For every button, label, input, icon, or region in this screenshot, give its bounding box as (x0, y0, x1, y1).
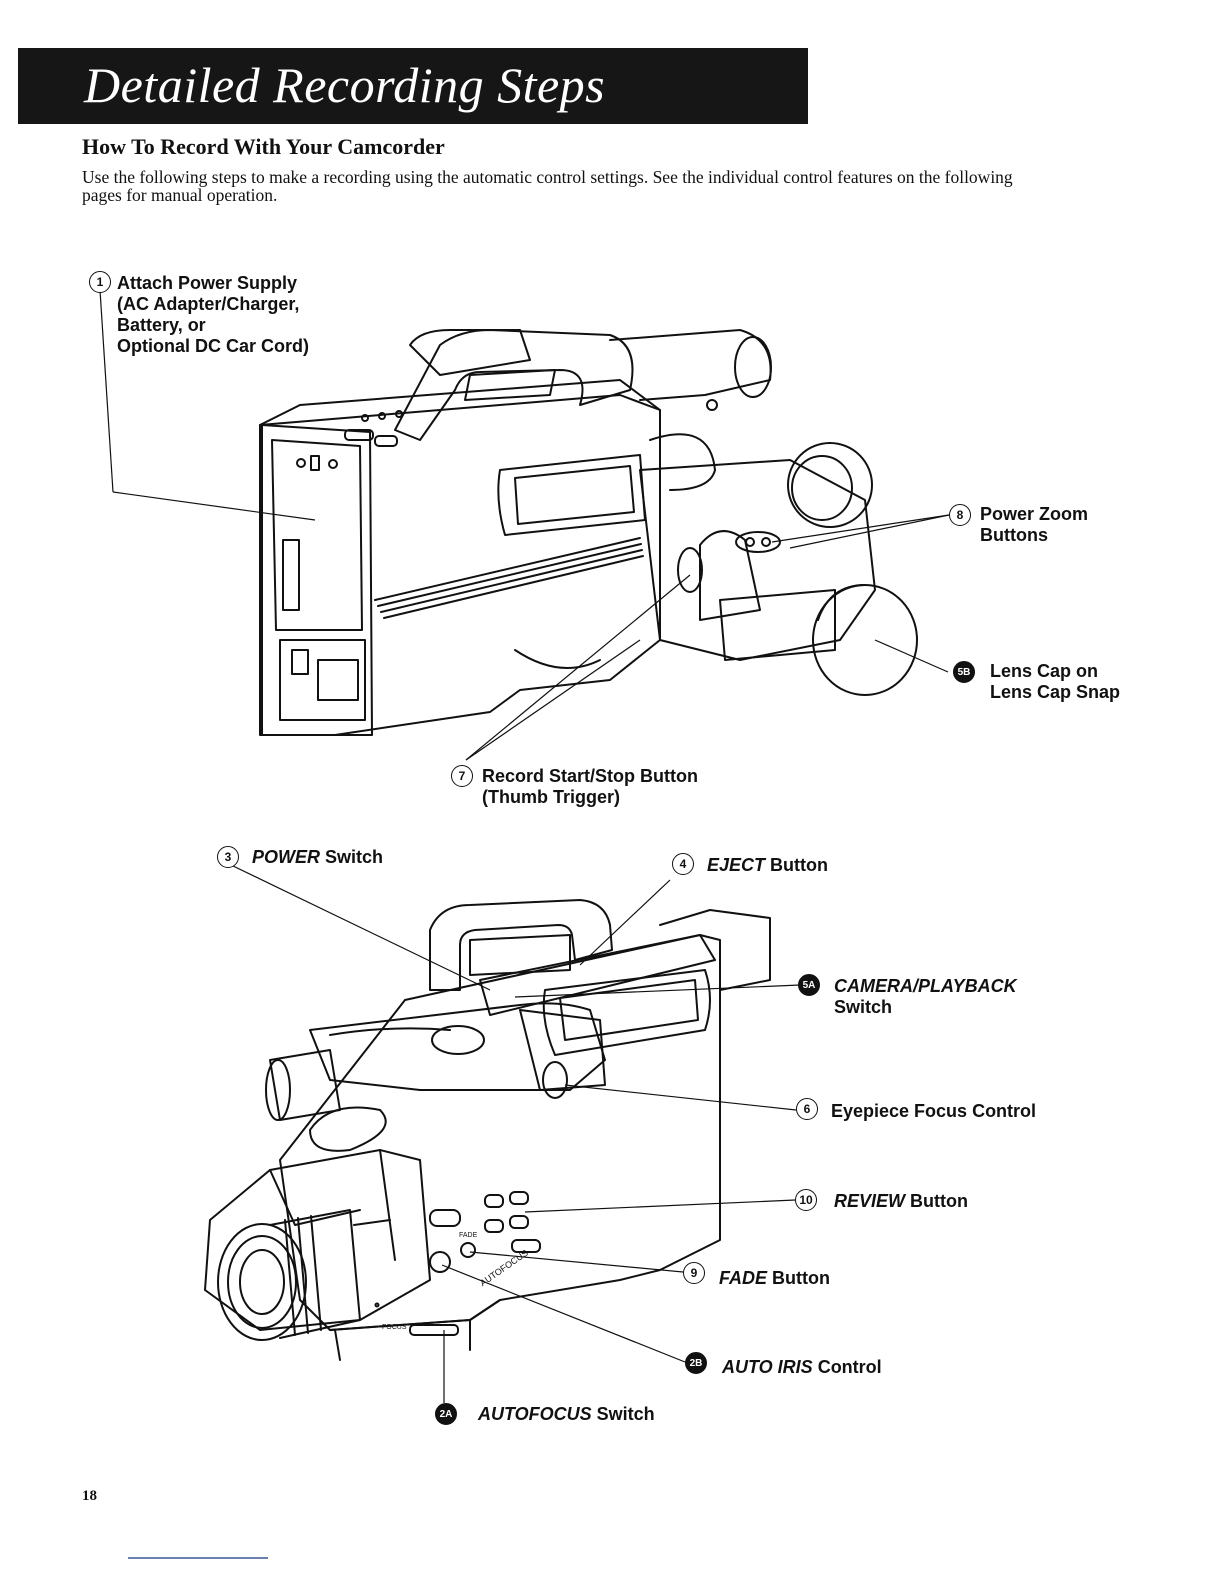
callout-10-name: REVIEW (834, 1191, 906, 1211)
callout-5b-line-1: Lens Cap on (990, 661, 1099, 681)
callout-2a-suffix: Switch (591, 1404, 655, 1424)
camcorder-front-view (204, 899, 771, 1361)
callout-10-badge: 10 (795, 1189, 817, 1211)
callout-5a-name: CAMERA/PLAYBACK (834, 976, 1017, 996)
callout-1-line-2: (AC Adapter/Charger, (117, 294, 300, 314)
callout-5a-badge: 5A (798, 974, 820, 996)
callout-7-badge: 7 (451, 765, 473, 787)
callout-3-suffix: Switch (320, 847, 384, 867)
callout-1-line-3: Battery, or (117, 315, 206, 335)
callout-8-line-1: Power Zoom (980, 504, 1089, 524)
callout-1-line-1: Attach Power Supply (117, 273, 298, 293)
callout-7-line-1: Record Start/Stop Button (482, 766, 698, 786)
callout-2b-name: AUTO IRIS (722, 1357, 813, 1377)
callout-4-suffix: Button (765, 855, 829, 875)
section-heading: How To Record With Your Camcorder (82, 134, 445, 159)
callout-1-badge: 1 (89, 271, 111, 293)
callout-3-name: POWER (252, 847, 321, 867)
callout-autofocus-switch: AUTOFOCUS Switch (478, 1404, 655, 1425)
callout-lens-cap: Lens Cap on Lens Cap Snap (990, 661, 1120, 703)
callout-eject-button: EJECT Button (707, 855, 828, 876)
callout-4-name: EJECT (707, 855, 766, 875)
camcorder-rear-view (259, 329, 918, 736)
callout-9-name: FADE (719, 1268, 768, 1288)
callout-fade-button: FADE Button (719, 1268, 830, 1289)
callout-2b-suffix: Control (812, 1357, 882, 1377)
callout-camera-playback: CAMERA/PLAYBACK Switch (834, 976, 1017, 1018)
page-number: 18 (82, 1488, 97, 1504)
callout-5b-line-2: Lens Cap Snap (990, 682, 1121, 702)
callout-9-suffix: Button (767, 1268, 830, 1288)
callout-7-line-2: (Thumb Trigger) (482, 787, 620, 807)
callout-2b-badge: 2B (685, 1352, 707, 1374)
callout-4-badge: 4 (672, 853, 694, 875)
title-banner: Detailed Recording Steps (18, 48, 808, 124)
callout-2a-name: AUTOFOCUS (478, 1404, 592, 1424)
callout-6-badge: 6 (796, 1098, 818, 1120)
callout-10-suffix: Button (905, 1191, 968, 1211)
page-title: Detailed Recording Steps (84, 57, 606, 113)
callout-9-badge: 9 (683, 1262, 705, 1284)
footer-rule (128, 1557, 268, 1559)
callout-1-line-4: Optional DC Car Cord) (117, 336, 309, 356)
panel-label-fade: FADE (459, 1232, 478, 1239)
callout-power-zoom: Power Zoom Buttons (980, 504, 1088, 546)
callout-5b-badge: 5B (953, 661, 975, 683)
callout-eyepiece-focus: Eyepiece Focus Control (831, 1101, 1037, 1121)
callout-power-supply: Attach Power Supply (AC Adapter/Charger,… (117, 273, 309, 357)
panel-label-focus: FOCUS (382, 1324, 407, 1331)
callout-auto-iris: AUTO IRIS Control (722, 1357, 882, 1378)
callout-record-button: Record Start/Stop Button (Thumb Trigger) (482, 766, 698, 808)
callout-review-button: REVIEW Button (834, 1191, 968, 1212)
intro-paragraph: Use the following steps to make a record… (82, 167, 1013, 205)
callout-8-badge: 8 (949, 504, 971, 526)
callout-power-switch: POWER Switch (252, 847, 383, 868)
callout-5a-line-2: Switch (834, 997, 893, 1017)
callout-2a-badge: 2A (435, 1403, 457, 1425)
callout-8-line-2: Buttons (980, 525, 1048, 545)
callout-3-badge: 3 (217, 846, 239, 868)
